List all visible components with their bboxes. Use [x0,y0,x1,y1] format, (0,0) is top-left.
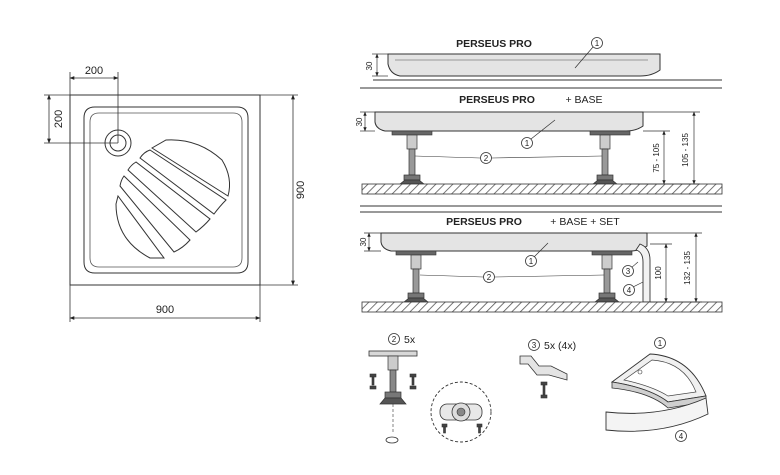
callout-1 [525,255,537,267]
leg-left [403,254,429,303]
svg-text:1: 1 [658,339,663,348]
panel3-title: PERSEUS PRO [446,216,522,228]
svg-text:2: 2 [484,154,489,163]
drain-y-dimension: 200 [53,110,65,128]
panel2-suffix: + BASE [565,94,602,106]
panel2-title: PERSEUS PRO [459,94,535,106]
depth-dimension: 900 [295,181,307,199]
callout-1 [654,337,666,349]
clip-icon [519,355,568,381]
svg-text:1: 1 [595,39,600,48]
parts-legs: 2 5x [368,333,492,444]
legs-quantity: 5x [404,334,416,346]
callout-2 [388,333,400,345]
panel1-height: 30 [365,61,374,70]
callout-2 [483,271,495,283]
svg-text:2: 2 [392,335,397,344]
svg-text:3: 3 [626,267,631,276]
tray-profile [387,53,661,77]
callout-4 [623,284,635,296]
drain-x-dimension: 200 [85,65,103,77]
callout-1 [591,37,603,49]
parts-tray-panel: 1 4 [605,337,709,442]
callout-3 [622,265,634,277]
anti-slip-pattern [115,139,230,259]
floor [361,183,723,195]
callout-1 [521,137,533,149]
section-tray-base-set: PERSEUS PRO + BASE + SET 30 100 1 [359,211,723,313]
panel2-total-range: 105 - 135 [681,133,690,167]
svg-text:4: 4 [679,432,684,441]
panel2-leg-range: 75 - 105 [652,143,661,173]
svg-text:4: 4 [627,286,632,295]
plan-view: 200 200 900 900 [44,65,307,322]
svg-text:3: 3 [532,341,537,350]
callout-4 [675,430,687,442]
parts-clips: 3 5x (4x) [519,339,576,399]
callout-3 [528,339,540,351]
tray-basin [83,106,249,274]
panel2-height: 30 [355,117,364,126]
leg-right [592,134,618,185]
clips-quantity: 5x (4x) [544,340,576,352]
leg-left [399,134,425,185]
svg-text:2: 2 [487,273,492,282]
svg-text:1: 1 [525,139,530,148]
tray-profile [380,232,648,252]
svg-text:1: 1 [529,257,534,266]
tray-basin-inner [89,112,243,268]
panel3-total-range: 132 - 135 [683,251,692,285]
panel3-height: 30 [359,237,368,246]
leg-right [594,254,620,303]
callout-2 [480,152,492,164]
width-dimension: 900 [156,304,174,316]
floor [361,301,723,313]
panel1-title: PERSEUS PRO [456,38,532,50]
front-panel [635,243,651,303]
front-panel-3d [605,397,709,432]
section-tray-base: PERSEUS PRO + BASE 30 75 - 105 10 [355,87,723,207]
panel3-suffix: + BASE + SET [550,216,620,228]
panel3-panel-height: 100 [654,266,663,280]
section-tray-only: PERSEUS PRO 30 1 [365,37,722,81]
tray-profile [374,111,644,132]
